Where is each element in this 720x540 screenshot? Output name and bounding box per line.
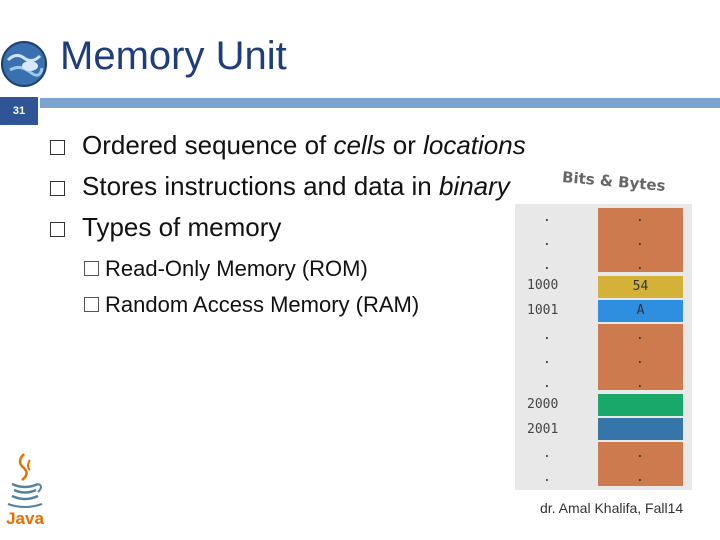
bullet-item: Ordered sequence of cells or locations <box>40 130 526 171</box>
bullet-item: Types of memory <box>40 212 526 253</box>
memory-cell: 54 <box>598 276 683 298</box>
bullet-item: Stores instructions and data in binary <box>40 171 526 212</box>
bullet-box-icon <box>50 140 65 155</box>
sub-bullet-item: Read-Only Memory (ROM) <box>84 256 419 292</box>
title-divider-bar <box>40 98 720 108</box>
memory-cell-block: .. <box>598 442 683 486</box>
address-ellipsis: ... <box>543 328 551 391</box>
svg-text:Java: Java <box>6 509 44 528</box>
footer-credit: dr. Amal Khalifa, Fall14 <box>540 500 684 516</box>
memory-cell-block: ... <box>598 208 683 272</box>
slide-number: 31 <box>0 97 38 125</box>
globe-logo-icon <box>1 41 47 87</box>
memory-address: 1001 <box>527 303 559 318</box>
memory-address: 1000 <box>527 278 559 293</box>
sub-bullet-box-icon <box>84 296 99 312</box>
memory-cell <box>598 418 683 440</box>
sub-bullet-item: Random Access Memory (RAM) <box>84 292 419 328</box>
address-ellipsis: .. <box>543 446 551 485</box>
memory-address: 2001 <box>527 422 559 437</box>
memory-cell: A <box>598 300 683 322</box>
sub-bullet-box-icon <box>84 260 99 276</box>
address-ellipsis: ... <box>543 210 551 273</box>
sub-bullet-list: Read-Only Memory (ROM) Random Access Mem… <box>84 256 419 328</box>
bullet-box-icon <box>50 181 65 196</box>
memory-address: 2000 <box>527 397 559 412</box>
page-title: Memory Unit <box>60 34 287 78</box>
memory-cell-block: ... <box>598 324 683 390</box>
bullet-list: Ordered sequence of cells or locations S… <box>40 130 526 253</box>
bullet-box-icon <box>50 222 65 237</box>
java-logo-icon: Java <box>6 453 44 528</box>
memory-diagram: ... ... 1000 54 1001 A ... ... 2000 2001… <box>515 204 692 490</box>
memory-cell <box>598 394 683 416</box>
bits-bytes-annotation: Bits & Bytes <box>561 168 667 195</box>
